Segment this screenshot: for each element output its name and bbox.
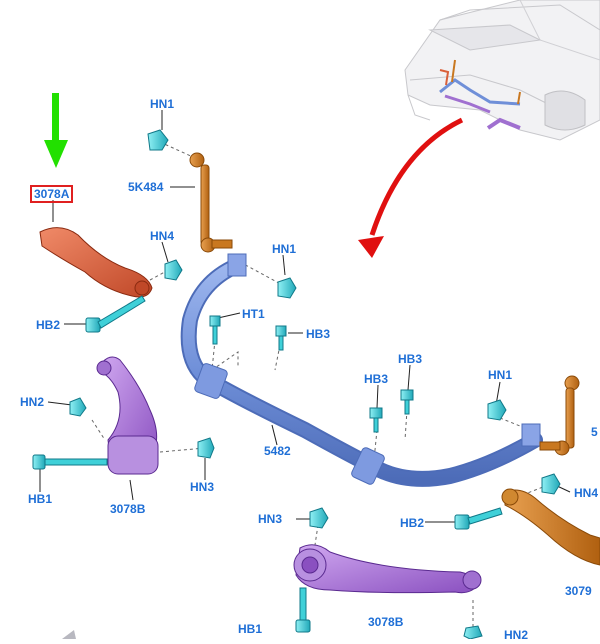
bolt-hb3-mid [275, 325, 287, 351]
nut-hn3-left [197, 437, 215, 459]
nut-hn1-right [487, 399, 507, 421]
bolt-ht1 [209, 315, 221, 345]
label-3078b-left: 3078B [110, 502, 146, 516]
label-5k484-right: 5 [591, 425, 598, 439]
label-hn4-left: HN4 [150, 229, 175, 243]
red-arrow-icon [358, 117, 464, 258]
label-hb1-left: HB1 [28, 492, 53, 506]
arm-3079 [501, 488, 600, 566]
label-hn1-mid: HN1 [272, 242, 297, 256]
label-hb2-left: HB2 [36, 318, 61, 332]
bolt-hb3-b [400, 389, 414, 415]
nut-hn4-right [541, 473, 561, 495]
nut-hn2-left [69, 397, 87, 417]
label-hn2-bottom: HN2 [504, 628, 529, 642]
bolt-hb1-left [32, 454, 108, 470]
label-3078b-bottom: 3078B [368, 615, 404, 629]
fasteners [32, 129, 561, 640]
upper-arm-3078a [39, 227, 153, 298]
nut-hn3-bottom [309, 507, 329, 529]
stabilizer-link-left [189, 152, 233, 253]
nut-hn2-bottom [463, 625, 483, 640]
nut-hn1-mid [277, 277, 297, 299]
bolt-hb2-right [454, 507, 503, 530]
stabilizer-bar [180, 253, 543, 487]
lower-arm-3078b-bottom [293, 544, 482, 594]
label-hb2-right: HB2 [400, 516, 425, 530]
green-arrow-icon [44, 93, 68, 168]
label-hn3-bottom: HN3 [258, 512, 283, 526]
lower-arm-3078b-left [96, 356, 159, 475]
label-hn3-left: HN3 [190, 480, 215, 494]
label-5482: 5482 [264, 444, 291, 458]
bolt-hb2-left [85, 295, 146, 333]
label-hb3-mid: HB3 [306, 327, 331, 341]
label-3079: 3079 [565, 584, 592, 598]
label-hb1-bottom: HB1 [238, 622, 263, 636]
nut-hn1-top [147, 129, 169, 151]
label-hb3-a: HB3 [364, 372, 389, 386]
bolt-hb1-bottom [295, 587, 311, 633]
leader-lines [39, 110, 571, 523]
label-hn2-left: HN2 [20, 395, 45, 409]
label-hn4-right: HN4 [574, 486, 599, 500]
label-hn1-top: HN1 [150, 97, 175, 111]
label-5k484-left: 5K484 [128, 180, 164, 194]
bolt-hb3-a [369, 407, 383, 433]
nut-hn4-left [164, 259, 183, 281]
stabilizer-link-right [539, 375, 580, 456]
label-ht1: HT1 [242, 307, 265, 321]
label-hb3-b: HB3 [398, 352, 423, 366]
vehicle-illustration [404, 0, 600, 141]
corner-mark-icon [62, 630, 76, 639]
label-3078a: 3078A [30, 185, 74, 203]
label-hn1-right: HN1 [488, 368, 513, 382]
